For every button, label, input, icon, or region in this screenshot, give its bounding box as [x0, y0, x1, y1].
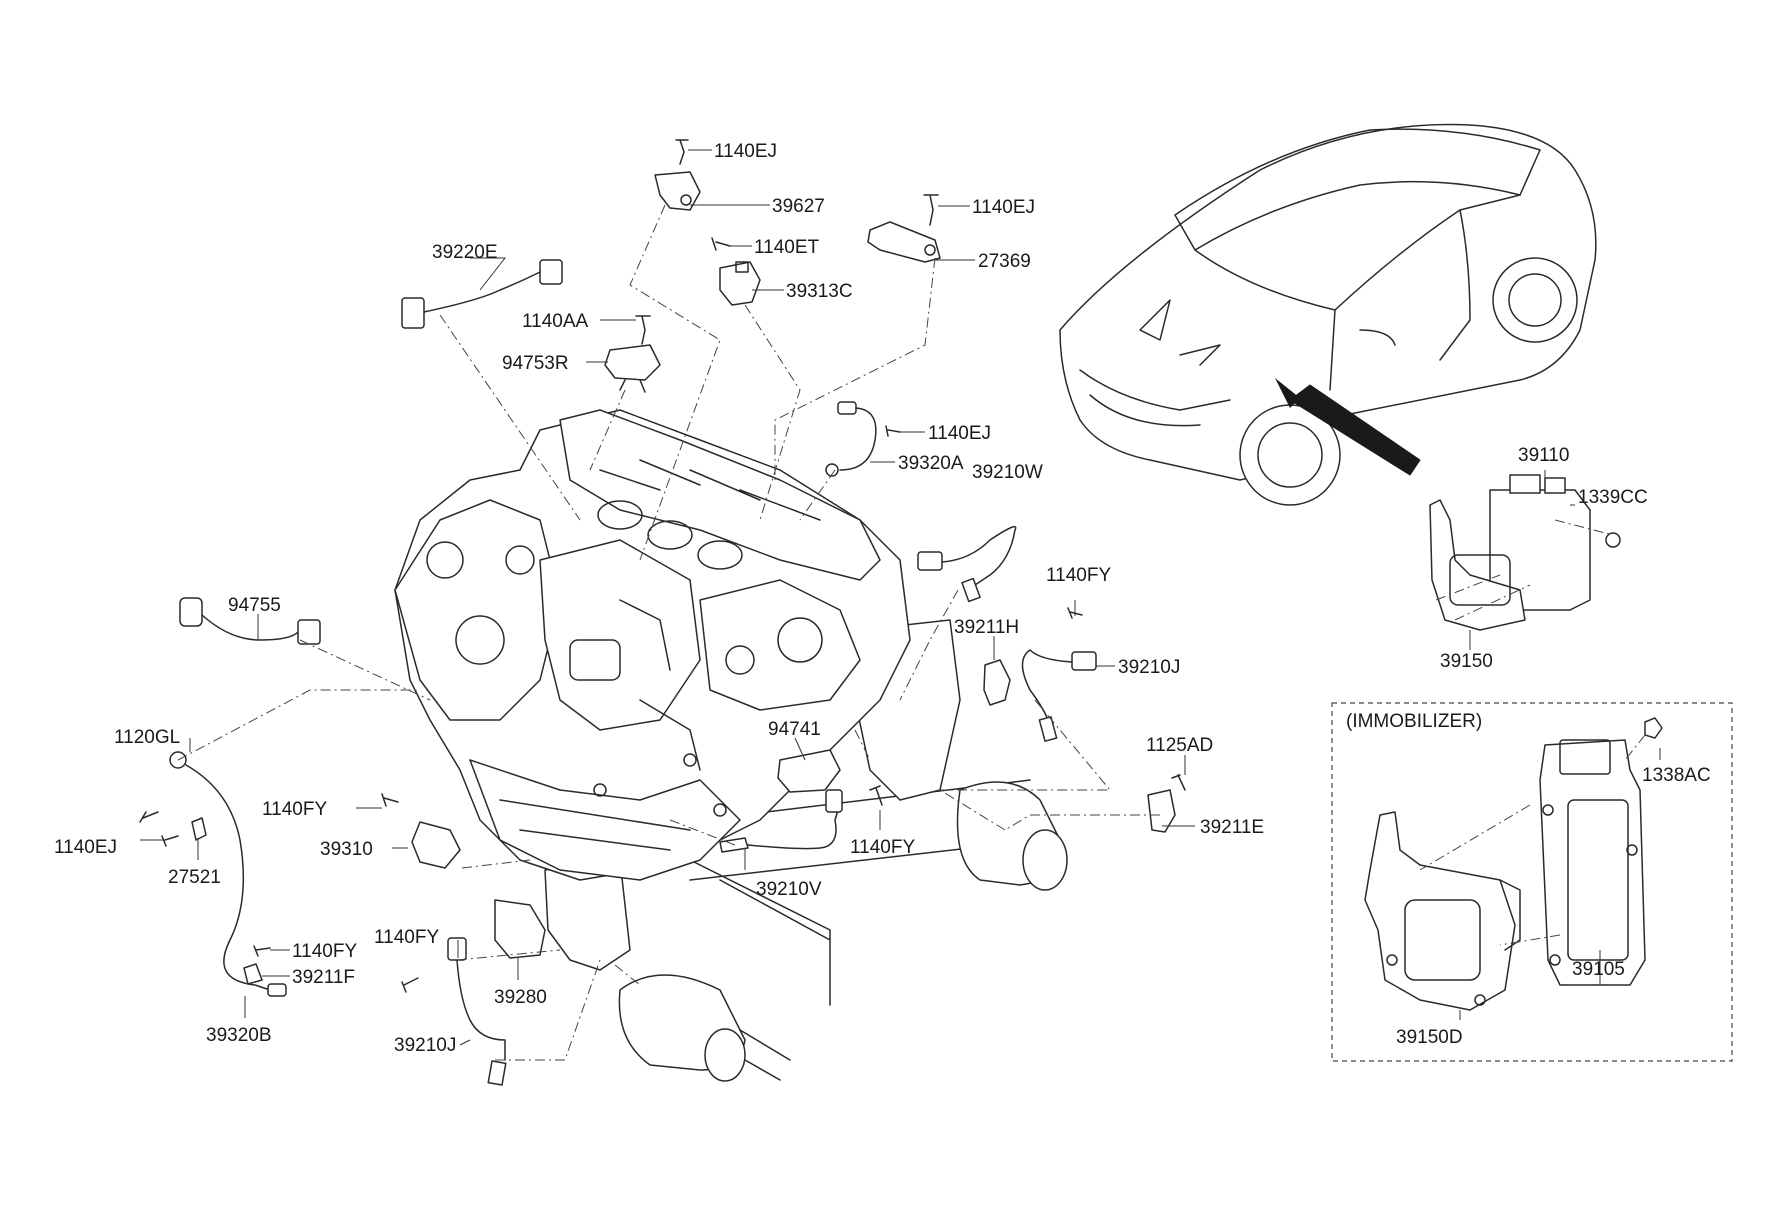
- label-39313C: 39313C: [786, 281, 853, 302]
- reference-lines: [177, 204, 1646, 1061]
- engine-assembly-drawing: [394, 409, 1068, 1082]
- label-1120GL: 1120GL: [114, 727, 180, 748]
- label-39110: 39110: [1518, 445, 1569, 466]
- label-94741: 94741: [768, 719, 821, 740]
- label-27369: 27369: [978, 251, 1031, 272]
- label-1140FY-e: 1140FY: [292, 941, 357, 962]
- leader-lines: [140, 149, 1661, 1046]
- label-94755: 94755: [228, 595, 281, 616]
- label-39320B: 39320B: [206, 1025, 272, 1046]
- label-39105: 39105: [1572, 959, 1625, 980]
- label-39150: 39150: [1440, 651, 1493, 672]
- label-39211F: 39211F: [292, 967, 355, 988]
- component-parts: [139, 139, 1186, 1086]
- label-39280: 39280: [494, 987, 547, 1008]
- label-1125AD: 1125AD: [1146, 735, 1213, 756]
- label-39210J-a: 39210J: [1118, 657, 1180, 678]
- immobilizer-frame: [1331, 702, 1733, 1062]
- label-39210W: 39210W: [972, 462, 1043, 483]
- label-39320A: 39320A: [898, 453, 964, 474]
- label-1140ET: 1140ET: [754, 237, 820, 258]
- label-39210V: 39210V: [756, 879, 822, 900]
- label-1140EJ-c: 1140EJ: [928, 423, 991, 444]
- label-39210J-b: 39210J: [394, 1035, 456, 1056]
- ecu-group: [1429, 474, 1621, 631]
- label-39150D: 39150D: [1396, 1027, 1463, 1048]
- label-1140EJ-b: 1140EJ: [972, 197, 1035, 218]
- vehicle-drawing: [1059, 123, 1597, 506]
- label-1140FY-d: 1140FY: [374, 927, 439, 948]
- label-27521: 27521: [168, 867, 221, 888]
- immobilizer-group: [1331, 702, 1733, 1062]
- label-immobilizer: (IMMOBILIZER): [1346, 711, 1482, 732]
- label-1140EJ-d: 1140EJ: [54, 837, 117, 858]
- label-1140FY-b: 1140FY: [850, 837, 915, 858]
- label-1140EJ-top: 1140EJ: [714, 141, 777, 162]
- label-1140FY-a: 1140FY: [1046, 565, 1111, 586]
- label-1140AA: 1140AA: [522, 311, 589, 332]
- label-39627: 39627: [772, 196, 825, 217]
- label-1338AC: 1338AC: [1642, 765, 1711, 786]
- label-39211E: 39211E: [1200, 817, 1264, 838]
- label-1140FY-c: 1140FY: [262, 799, 327, 820]
- part-labels: 1140EJ 39627 1140EJ 27369 1140ET 39313C …: [54, 141, 1711, 1056]
- label-39211H: 39211H: [954, 617, 1019, 638]
- label-39220E: 39220E: [432, 242, 498, 263]
- label-1339CC: 1339CC: [1578, 487, 1648, 508]
- label-94753R: 94753R: [502, 353, 569, 374]
- label-39310: 39310: [320, 839, 373, 860]
